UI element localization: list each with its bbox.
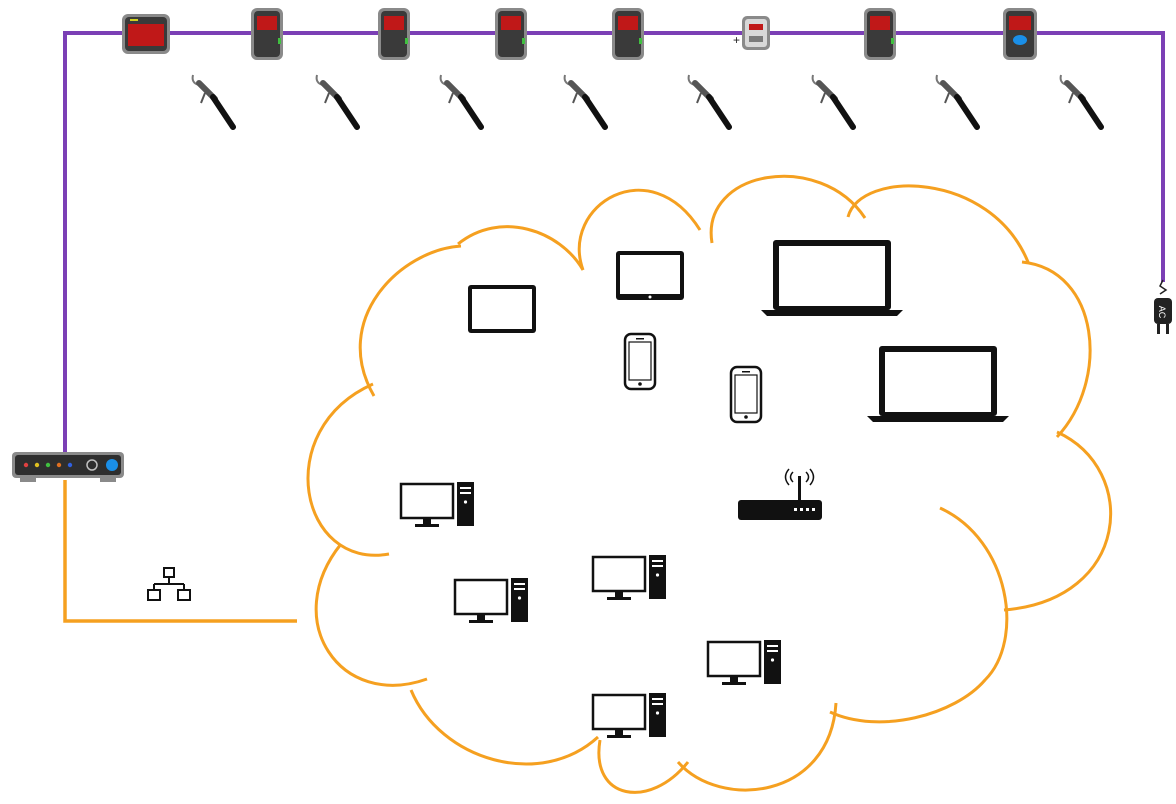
svg-text:+: + <box>733 33 740 47</box>
nozzle-icon <box>811 74 856 130</box>
meter-2[interactable] <box>378 8 410 60</box>
meter-4[interactable] <box>612 8 644 60</box>
bus-devices: + <box>122 8 1037 60</box>
wired-network-line <box>63 480 297 623</box>
tablet-2[interactable] <box>616 251 684 300</box>
status-led <box>23 462 29 468</box>
junction-module[interactable]: + <box>733 16 770 50</box>
nozzle-icon <box>935 74 980 130</box>
nozzle-icon <box>563 74 608 130</box>
nozzle-icon <box>315 74 360 130</box>
power-plug-icon: AC <box>1154 279 1172 334</box>
meter-3[interactable] <box>495 8 527 60</box>
desktop-4[interactable] <box>706 640 781 685</box>
network-cloud <box>306 174 1113 794</box>
status-led <box>56 462 62 468</box>
nozzle-icon <box>687 74 732 130</box>
nozzle-icon <box>439 74 484 130</box>
status-led <box>45 462 51 468</box>
desktop-3[interactable] <box>591 555 666 600</box>
desktop-group <box>399 482 781 738</box>
lan-network-icon <box>147 567 191 601</box>
meter-1[interactable] <box>251 8 283 60</box>
meter-5[interactable] <box>864 8 896 60</box>
phone-2[interactable] <box>729 365 763 424</box>
bus-line <box>63 31 1165 455</box>
nozzle-icon <box>1059 74 1104 130</box>
nozzle-row <box>191 74 1104 130</box>
meter-6[interactable] <box>1003 8 1037 60</box>
laptop-2[interactable] <box>867 346 1009 422</box>
laptop-1[interactable] <box>761 240 903 316</box>
desktop-1[interactable] <box>399 482 474 527</box>
power-plug-label: AC <box>1157 306 1167 319</box>
tablet-1[interactable] <box>468 285 536 333</box>
status-led <box>34 462 40 468</box>
controller-box[interactable] <box>12 452 124 482</box>
wifi-router[interactable] <box>738 468 822 520</box>
status-led <box>67 462 73 468</box>
desktop-5[interactable] <box>591 693 666 738</box>
phone-1[interactable] <box>623 332 657 391</box>
controller-leds <box>23 462 73 468</box>
desktop-2[interactable] <box>453 578 528 623</box>
terminal-display[interactable] <box>122 14 170 54</box>
nozzle-icon <box>191 74 236 130</box>
